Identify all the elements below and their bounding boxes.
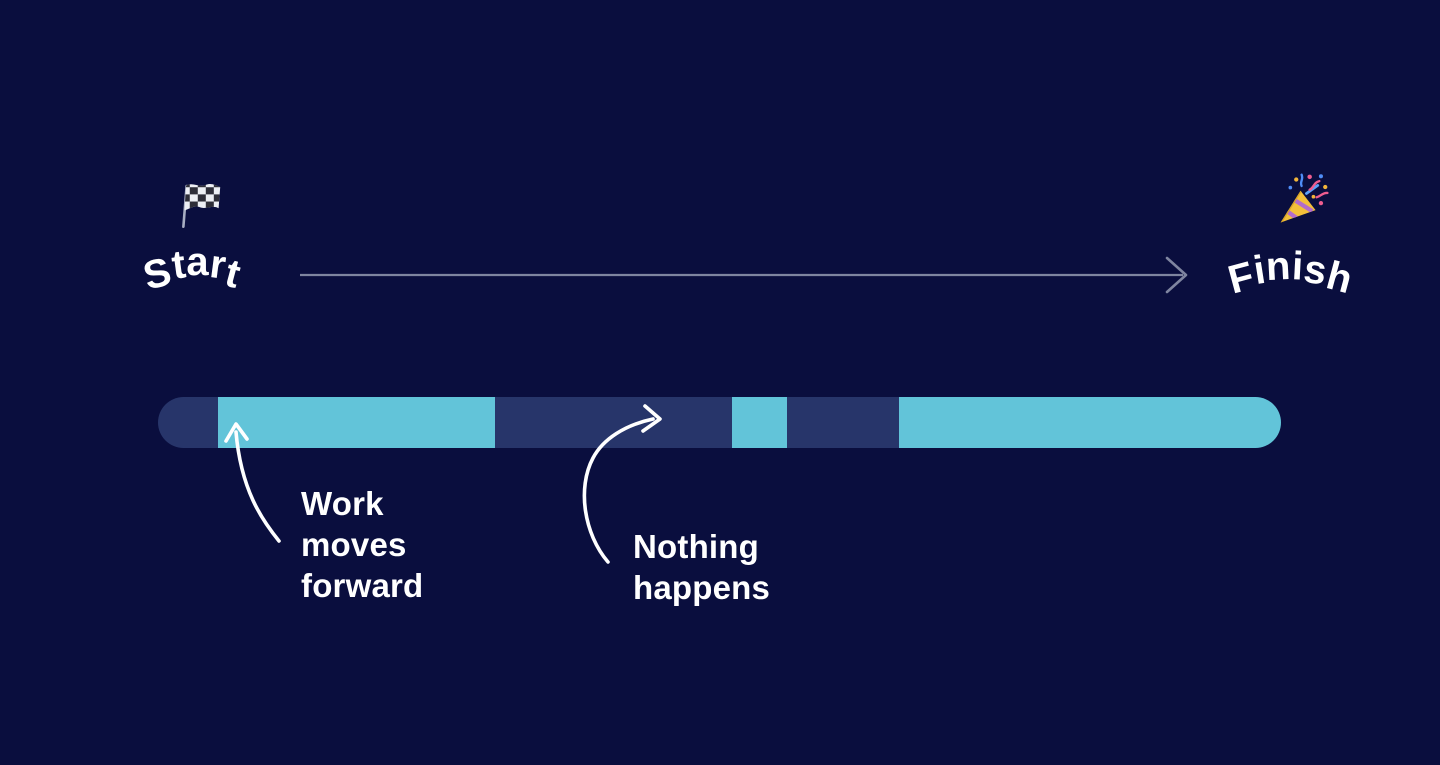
work-annotation: Work moves forward: [301, 483, 423, 606]
checkered-flag-icon: [172, 179, 224, 231]
start-label: Start: [139, 240, 247, 299]
work-annotation-line: moves: [301, 526, 407, 563]
work-annotation-line: Work: [301, 485, 384, 522]
bar-segment-work: [218, 397, 495, 448]
bar-segment-gap: [787, 397, 899, 448]
work-annotation-line: forward: [301, 567, 424, 604]
bar-segment-gap: [158, 397, 218, 448]
bar-segment-work: [732, 397, 787, 448]
bar-segment-gap: [495, 397, 732, 448]
progress-bar: [158, 397, 1281, 448]
work-arrow-stem: [234, 430, 281, 543]
finish-label: Finish: [1223, 243, 1358, 303]
party-popper-icon: [1271, 172, 1329, 230]
nothing-annotation-line: happens: [633, 569, 771, 606]
nothing-annotation-line: Nothing: [633, 528, 760, 565]
bar-segment-work: [899, 397, 1281, 448]
timeline-arrow: [300, 256, 1188, 294]
nothing-annotation: Nothing happens: [633, 526, 770, 608]
